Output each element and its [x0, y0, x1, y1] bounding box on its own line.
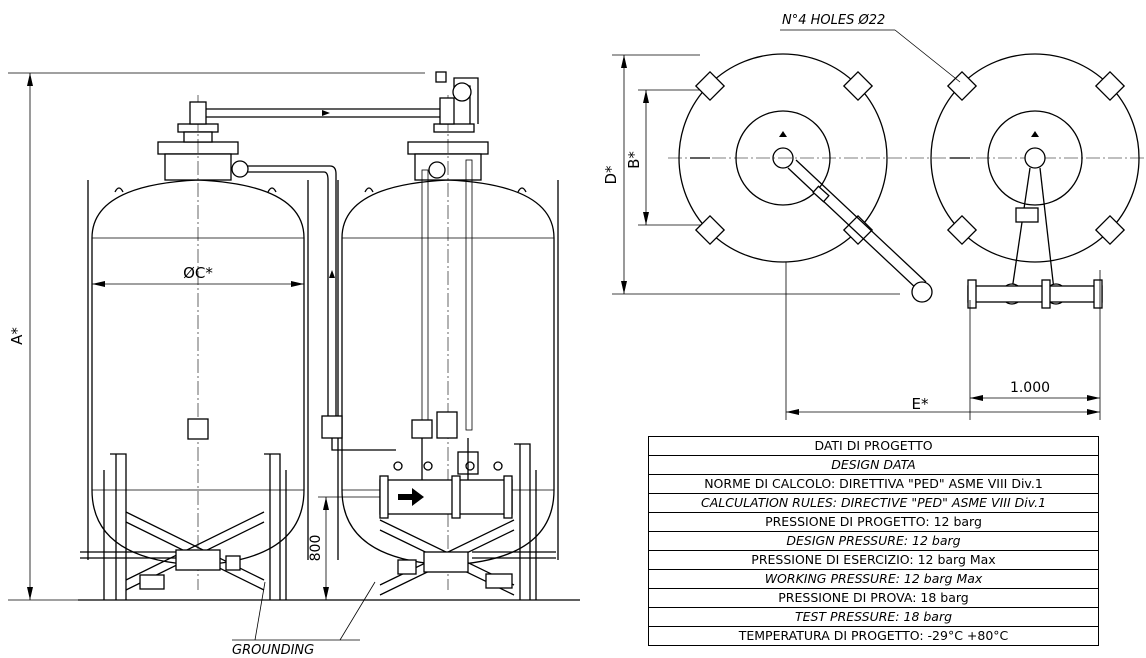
left-tank: ØC*: [80, 95, 309, 600]
design-table-cell: NORME DI CALCOLO: DIRETTIVA "PED" ASME V…: [648, 474, 1099, 494]
design-table-cell: DATI DI PROGETTO: [648, 436, 1099, 456]
design-table-cell: PRESSIONE DI ESERCIZIO: 12 barg Max: [648, 550, 1099, 570]
right-tank: [337, 95, 559, 600]
design-table-cell: PRESSIONE DI PROVA: 18 barg: [648, 588, 1099, 608]
design-table-row: TEST PRESSURE: 18 barg: [648, 607, 1099, 627]
front-view: A* ØC*: [8, 71, 580, 658]
dimension-b-label: B*: [625, 151, 643, 169]
design-table-row: PRESSIONE DI PROVA: 18 barg: [648, 588, 1099, 608]
design-table-cell: TEST PRESSURE: 18 barg: [648, 607, 1099, 627]
front-manifold: [379, 438, 513, 519]
support-lugs: [694, 70, 1126, 246]
design-table-row: PRESSIONE DI ESERCIZIO: 12 barg Max: [648, 550, 1099, 570]
height-dimension-label: A*: [8, 327, 26, 345]
design-table-cell: DESIGN DATA: [648, 455, 1099, 475]
holes-note-label: N°4 HOLES Ø22: [782, 13, 885, 28]
leg-height-dimension-label: 800: [308, 535, 324, 562]
design-table-row: DESIGN PRESSURE: 12 barg: [648, 531, 1099, 551]
grounding-label: GROUNDING: [232, 643, 314, 658]
dimension-e-label: E*: [912, 395, 929, 413]
design-table-row: CALCULATION RULES: DIRECTIVE "PED" ASME …: [648, 493, 1099, 513]
dimension-d-label: D*: [602, 165, 620, 185]
design-table-cell: CALCULATION RULES: DIRECTIVE "PED" ASME …: [648, 493, 1099, 513]
design-table-cell: PRESSIONE DI PROGETTO: 12 barg: [648, 512, 1099, 532]
design-table-row: NORME DI CALCOLO: DIRETTIVA "PED" ASME V…: [648, 474, 1099, 494]
design-table-cell: WORKING PRESSURE: 12 barg Max: [648, 569, 1099, 589]
design-table-row: WORKING PRESSURE: 12 barg Max: [648, 569, 1099, 589]
design-table-row: PRESSIONE DI PROGETTO: 12 barg: [648, 512, 1099, 532]
diameter-dimension-label: ØC*: [183, 264, 213, 282]
design-table-cell: DESIGN PRESSURE: 12 barg: [648, 531, 1099, 551]
design-table-row: DATI DI PROGETTO: [648, 436, 1099, 456]
design-table-cell: TEMPERATURA DI PROGETTO: -29°C +80°C: [648, 626, 1099, 646]
dimension-spacing-label: 1.000: [1010, 380, 1050, 396]
plan-view: D* B* N°: [602, 13, 1146, 420]
top-header-pipe: [189, 71, 479, 451]
plan-right-tank: [930, 53, 1140, 263]
design-table-row: TEMPERATURA DI PROGETTO: -29°C +80°C: [648, 626, 1099, 646]
design-table-row: DESIGN DATA: [648, 455, 1099, 475]
